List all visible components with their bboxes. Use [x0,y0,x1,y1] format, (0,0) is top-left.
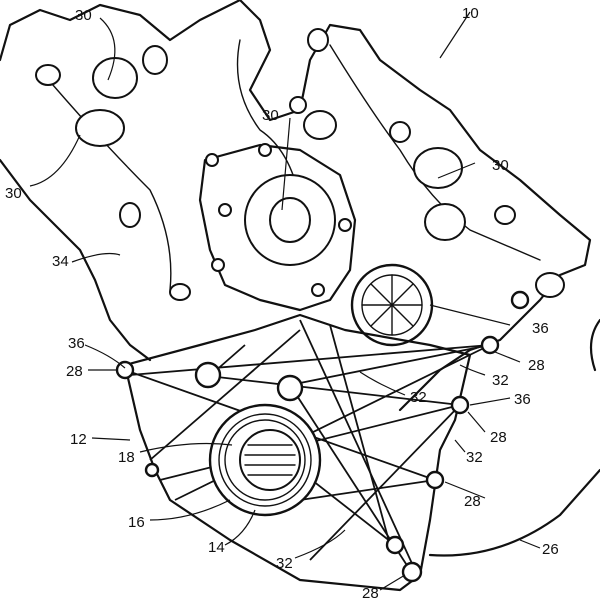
label-16: 16 [128,514,145,531]
block-rib-left [39,69,172,291]
label-28: 28 [490,429,507,446]
label-30: 30 [262,107,279,124]
fan-spokes [361,274,423,336]
bore-boss [424,203,466,241]
label-30: 30 [5,185,22,202]
fastener-boss [115,360,135,380]
bearing-bore-inner [269,197,311,243]
label-28: 28 [528,357,545,374]
fastener-boss [385,535,405,555]
flange-bolt [218,203,232,217]
label-36: 36 [532,320,549,337]
seal-housing-ring [224,419,306,501]
bore-boss [142,45,168,75]
bore-boss [92,57,138,99]
label-28: 28 [362,585,379,600]
side-housing-arc [589,318,600,372]
flange-bolt [205,153,219,167]
label-18: 18 [118,449,135,466]
label-30: 30 [492,157,509,174]
label-12: 12 [70,431,87,448]
label-32: 32 [466,449,483,466]
label-28: 28 [464,493,481,510]
block-rib-center [236,39,301,201]
oil-pan-26 [428,468,600,557]
flange-bolt [258,143,272,157]
fastener-boss [276,374,304,402]
seal-housing-ring [218,413,312,507]
bore-boss [494,205,516,225]
label-10: 10 [462,5,479,22]
engine-block-outline [0,0,592,412]
bore-boss [35,64,61,86]
bore-boss [413,147,463,189]
fastener-boss [425,470,445,490]
flange-bolt [311,283,325,297]
fastener-boss [401,561,423,583]
bearing-flange [198,143,357,312]
leader-lines [29,11,541,591]
fastener-boss [510,290,530,310]
bore-boss [535,272,565,298]
label-26: 26 [542,541,559,558]
fastener-boss [194,361,222,389]
bore-boss [389,121,411,143]
truss-struts-32 [124,319,491,571]
label-32: 32 [276,555,293,572]
bore-boss [119,202,141,228]
fastener-boss [480,335,500,355]
bore-boss [307,28,329,52]
bore-boss [75,109,125,147]
bore-boss [289,96,307,114]
bore-boss [169,283,191,301]
crankshaft-end [239,429,301,491]
label-32: 32 [410,389,427,406]
label-14: 14 [208,539,225,556]
crankshaft-hatch [244,444,296,476]
bore-boss [303,110,337,140]
label-28: 28 [66,363,83,380]
fastener-boss [144,462,160,478]
label-36: 36 [68,335,85,352]
label-30: 30 [75,7,92,24]
fastener-boss [450,395,470,415]
flange-bolt [211,258,225,272]
label-36: 36 [514,391,531,408]
label-32: 32 [492,372,509,389]
flange-bolt [338,218,352,232]
label-34: 34 [52,253,69,270]
